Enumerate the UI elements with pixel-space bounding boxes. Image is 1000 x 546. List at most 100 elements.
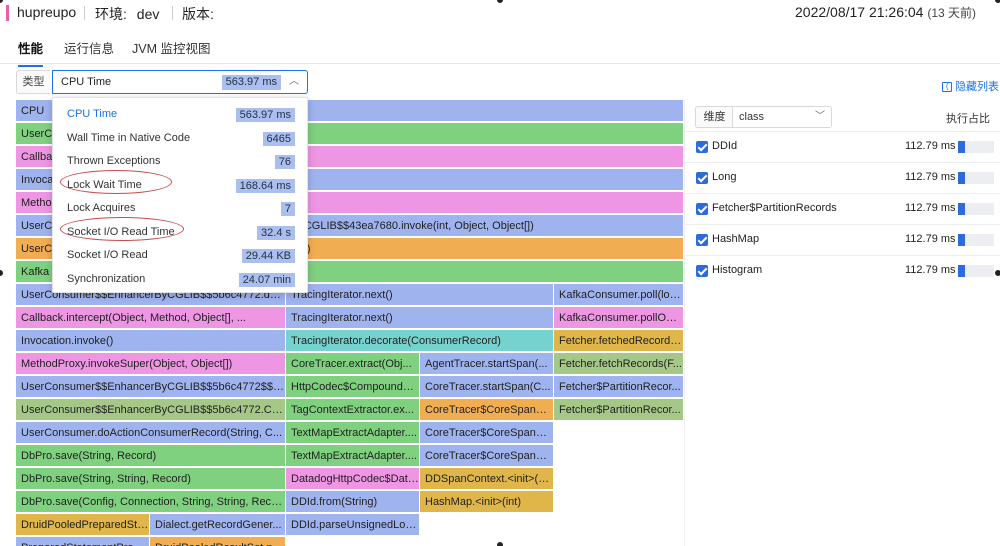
flame-frame[interactable]: PreparedStatementProxy...	[16, 537, 150, 546]
ratio-bar-fill	[958, 203, 966, 215]
flame-frame[interactable]: DDSpanContext.<init>(D...	[420, 468, 554, 490]
flame-frame[interactable]: TextMapExtractAdapter....	[286, 422, 420, 444]
type-option[interactable]: Socket I/O Read Time 32.4 s	[53, 221, 307, 244]
flame-frame[interactable]: MethodProxy.invokeSuper(Object, Object[]…	[16, 353, 286, 375]
flame-frame[interactable]: Callback.intercept(Object, Method, Objec…	[16, 307, 286, 329]
ratio-bar	[958, 203, 994, 215]
timestamp-value: 2022/08/17 21:26:04	[795, 4, 924, 20]
chevron-up-icon: ︿	[289, 76, 299, 87]
flame-frame[interactable]: KafkaConsumer.pollOnce...	[554, 307, 684, 329]
type-option-value: 32.4 s	[257, 225, 295, 240]
flame-frame[interactable]: ByCGLIB$$43ea7680.invoke(int, Object, Ob…	[286, 215, 684, 237]
dimension-time: 112.79 ms	[905, 264, 956, 276]
app-accent-bar	[6, 5, 9, 21]
resize-handle[interactable]	[496, 541, 504, 546]
flame-frame[interactable]: CoreTracer$CoreSpanBui...	[420, 399, 554, 421]
type-option-label: Thrown Exceptions	[67, 155, 161, 167]
type-select[interactable]: CPU Time 563.97 ms ︿	[52, 70, 308, 94]
flame-frame[interactable]: DDId.parseUnsignedLong...	[286, 514, 420, 536]
type-option[interactable]: Thrown Exceptions 76	[53, 150, 307, 173]
hide-list-button[interactable]: ⟨ 隐藏列表	[942, 78, 999, 94]
type-option-label: Lock Acquires	[67, 202, 136, 214]
flame-frame[interactable]: TracingIterator.decorate(ConsumerRecord)	[286, 330, 554, 352]
flame-frame[interactable]: HttpCodec$CompoundExt...	[286, 376, 420, 398]
checkbox[interactable]	[696, 203, 708, 215]
flame-frame[interactable]: Fetcher$PartitionRecor...	[554, 376, 684, 398]
env-label: 环境:	[95, 6, 127, 22]
flame-frame[interactable]: CoreTracer.extract(Obj...	[286, 353, 420, 375]
ratio-bar-fill	[958, 172, 966, 184]
flame-frame[interactable]: Fetcher$PartitionRecor...	[554, 399, 684, 421]
flame-frame[interactable]: DbPro.save(String, String, Record)	[16, 468, 286, 490]
tab-performance[interactable]: 性能	[18, 38, 44, 67]
resize-handle[interactable]	[0, 269, 4, 277]
flame-frame[interactable]: AgentTracer.startSpan(...	[420, 353, 554, 375]
flame-frame[interactable]: 14()	[286, 238, 684, 260]
type-option-value: 24.07 min	[238, 272, 295, 287]
flame-frame[interactable]: TracingIterator.next()	[286, 307, 554, 329]
ratio-bar	[958, 172, 994, 184]
top-header: hupreupo 环境: dev 版本: 2022/08/17 21:26:04…	[0, 0, 1000, 26]
type-option-value: 76	[274, 155, 295, 169]
flame-frame[interactable]: UserConsumer$$EnhancerByCGLIB$$5b6c4772$…	[16, 376, 286, 398]
resize-handle[interactable]	[994, 0, 1000, 4]
dimension-name: Long	[712, 171, 737, 183]
resize-handle[interactable]	[994, 269, 1000, 277]
flame-frame[interactable]: DDId.from(String)	[286, 491, 420, 513]
dimension-time: 112.79 ms	[905, 202, 956, 214]
flame-frame[interactable]: UserConsumer$$EnhancerByCGLIB$$5b6c4772.…	[16, 399, 286, 421]
timestamp: 2022/08/17 21:26:04 (13 天前)	[795, 4, 976, 21]
flame-frame[interactable]: Invocation.invoke()	[16, 330, 286, 352]
flame-frame[interactable]: TracingIterator.next()	[286, 284, 554, 306]
type-option-value: 6465	[262, 131, 295, 146]
checkbox[interactable]	[696, 141, 708, 153]
flame-frame[interactable]: HashMap.<init>(int)	[420, 491, 554, 513]
tab-jvm-monitor[interactable]: JVM 监控视图	[132, 42, 211, 56]
header-divider	[172, 6, 173, 20]
type-option-value: 29.44 KB	[241, 249, 295, 263]
hide-list-label: 隐藏列表	[955, 81, 1000, 93]
flame-frame[interactable]: TextMapExtractAdapter....	[286, 445, 420, 467]
flame-frame[interactable]: Fetcher.fetchedRecords()	[554, 330, 684, 352]
flame-frame[interactable]: Fetcher.fetchRecords(F...	[554, 353, 684, 375]
ratio-bar	[958, 141, 994, 153]
dimension-value: class	[739, 111, 765, 123]
flame-frame[interactable]: UserConsumer.doActionConsumerRecord(Stri…	[16, 422, 286, 444]
flame-frame[interactable]: TagContextExtractor.ex...	[286, 399, 420, 421]
env-value: dev	[136, 6, 160, 22]
flame-frame[interactable]: DatadogHttpCodec$Datad...	[286, 468, 420, 490]
dimension-select[interactable]: class ﹀	[732, 106, 832, 128]
flame-frame[interactable]: Dialect.getRecordGener...	[150, 514, 286, 536]
checkbox[interactable]	[696, 172, 708, 184]
checkbox[interactable]	[696, 234, 708, 246]
flame-frame[interactable]: CoreTracer$CoreSpanBui...	[420, 445, 554, 467]
flame-frame[interactable]: DbPro.save(Config, Connection, String, S…	[16, 491, 286, 513]
type-option-label: CPU Time	[67, 108, 118, 120]
type-label: 类型	[16, 70, 50, 94]
dimension-name: HashMap	[712, 233, 760, 245]
flame-frame[interactable]: CoreTracer$CoreSpanBui...	[420, 422, 554, 444]
tab-bar: 性能 运行信息 JVM 监控视图	[0, 34, 1000, 67]
flame-frame[interactable]: DruidPooledResultSet.n...	[150, 537, 286, 546]
type-option-label: Socket I/O Read Time	[67, 225, 175, 238]
flame-frame[interactable]: KafkaConsumer.poll(long)	[554, 284, 684, 306]
tab-runtime-info[interactable]: 运行信息	[64, 42, 115, 56]
checkbox[interactable]	[696, 265, 708, 277]
flame-frame[interactable]: CoreTracer.startSpan(C...	[420, 376, 554, 398]
time-ago: (13 天前)	[927, 6, 977, 20]
ratio-bar	[958, 265, 994, 277]
flame-frame[interactable]: DruidPooledPreparedSta...	[16, 514, 150, 536]
flame-frame[interactable]: DbPro.save(String, Record)	[16, 445, 286, 467]
